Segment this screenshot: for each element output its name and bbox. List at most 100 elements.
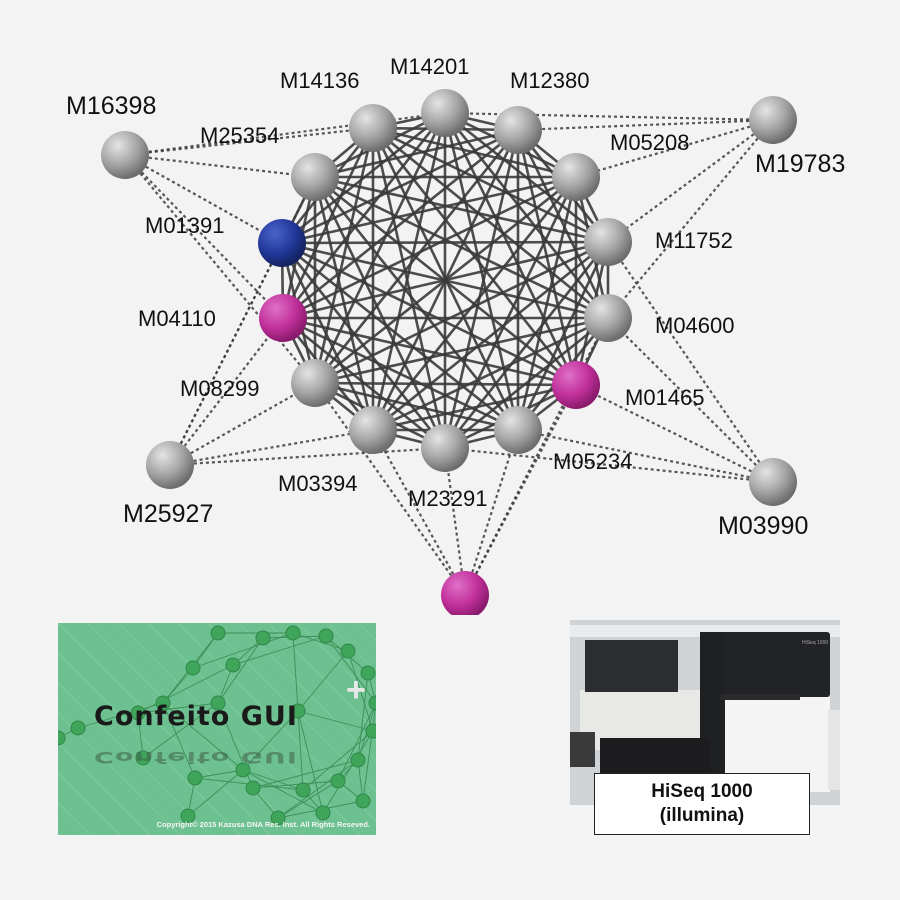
node-label-M12380: M12380 — [510, 68, 590, 93]
logo-node — [255, 630, 271, 646]
logo-node — [235, 762, 251, 778]
node-M11752[interactable] — [584, 218, 632, 266]
edge-M01465-M25354 — [314, 175, 577, 387]
network-diagram: M14136M14201M12380M05208M11752M04600M014… — [66, 54, 845, 615]
edge-M19783-M11752 — [607, 119, 774, 243]
logo-node — [225, 657, 241, 673]
edge-M16398-M25354 — [124, 153, 316, 179]
node-M04110[interactable] — [259, 294, 307, 342]
logo-network-art — [58, 623, 376, 835]
edge-M03990-M23291 — [444, 446, 774, 484]
edge-M01465-M04110 — [282, 316, 577, 387]
node-M04600[interactable] — [584, 294, 632, 342]
logo-node — [70, 720, 86, 736]
node-label-M16398: M16398 — [66, 92, 156, 120]
node-M14201[interactable] — [421, 89, 469, 137]
edge-M03990-M04600 — [607, 317, 774, 483]
edge-M03990-M11752 — [607, 241, 774, 483]
edge-M05208-M01391 — [281, 175, 577, 245]
edge-M05234-M25354 — [313, 176, 520, 431]
logo-node — [368, 695, 376, 711]
logo-node — [360, 665, 376, 681]
node-M01391[interactable] — [258, 219, 306, 267]
edge-M00873-M08299 — [314, 382, 466, 596]
edge-M05234-M08299 — [314, 381, 519, 432]
edge-M03990-M01465 — [575, 384, 774, 483]
node-M12380[interactable] — [494, 106, 542, 154]
edge-M11752-M25354 — [314, 175, 609, 244]
edge-M01465-M03394 — [372, 383, 577, 432]
node-M16398[interactable] — [101, 131, 149, 179]
logo-node — [295, 782, 311, 798]
logo-node — [130, 705, 146, 721]
node-label-M11752: M11752 — [655, 228, 733, 253]
node-M25354[interactable] — [291, 153, 339, 201]
edge-M03394-M25354 — [313, 176, 375, 431]
edge-M01465-M01391 — [281, 241, 577, 387]
edge-M05234-M04110 — [282, 316, 519, 432]
photo-caption: HiSeq 1000 (illumina) — [594, 773, 810, 835]
node-M03394[interactable] — [349, 406, 397, 454]
edge-M16398-M08299 — [124, 154, 316, 384]
edge-M11752-M01391 — [281, 240, 609, 245]
logo-node — [155, 695, 171, 711]
edge-M25927-M04110 — [169, 317, 284, 466]
edge-M25927-M08299 — [169, 382, 316, 466]
edge-M19783-M05208 — [575, 118, 774, 179]
node-label-M04600: M04600 — [655, 313, 735, 338]
node-label-M08299: M08299 — [180, 376, 260, 401]
caption-instrument: HiSeq 1000 — [651, 781, 753, 802]
edge-M23291-M01391 — [280, 242, 447, 449]
node-label-M03990: M03990 — [718, 512, 808, 540]
logo-node — [290, 703, 306, 719]
edge-M11752-M05234 — [516, 241, 610, 431]
edge-M12380-M25354 — [314, 128, 519, 179]
edge-M11752-M08299 — [314, 240, 609, 385]
node-label-M14136: M14136 — [280, 68, 360, 93]
logo-title-reflection: Confeito GUI — [94, 748, 298, 767]
logo-node — [58, 730, 66, 746]
node-M05208[interactable] — [552, 153, 600, 201]
edge-M12380-M04600 — [516, 129, 610, 319]
logo-node — [185, 660, 201, 676]
edge-M12380-M01391 — [281, 128, 519, 245]
node-M23291[interactable] — [421, 424, 469, 472]
node-M03990[interactable] — [749, 458, 797, 506]
logo-node — [187, 770, 203, 786]
logo-title: Confeito GUI — [94, 701, 298, 732]
edge-M19783-M12380 — [517, 118, 774, 132]
edge-M14201-M08299 — [313, 112, 447, 384]
logo-node — [210, 695, 226, 711]
edge-M23291-M04110 — [282, 316, 446, 450]
logo-node — [355, 793, 371, 809]
node-M01465[interactable] — [552, 361, 600, 409]
edge-M23291-M25354 — [313, 176, 447, 449]
node-M08299[interactable] — [291, 359, 339, 407]
logo-node — [350, 752, 366, 768]
node-M14136[interactable] — [349, 104, 397, 152]
node-M25927[interactable] — [146, 441, 194, 489]
edge-M14136-M04110 — [281, 127, 375, 319]
confeito-gui-logo: Confeito GUI Confeito GUI + Copyright© 2… — [58, 623, 376, 835]
edge-M05208-M23291 — [443, 176, 578, 449]
node-M05234[interactable] — [494, 406, 542, 454]
logo-node — [330, 773, 346, 789]
plus-icon: + — [346, 671, 366, 709]
logo-node — [180, 808, 196, 824]
edge-M14136-M04600 — [372, 126, 609, 320]
caption-vendor: (illumina) — [659, 805, 745, 826]
edge-M04600-M03394 — [372, 316, 609, 432]
node-label-M01391: M01391 — [145, 213, 225, 238]
node-M19783[interactable] — [749, 96, 797, 144]
node-M00873[interactable] — [441, 571, 489, 615]
logo-node — [340, 643, 356, 659]
edge-M14136-M05208 — [372, 126, 577, 179]
node-label-M23291: M23291 — [408, 486, 488, 511]
node-label-M01465: M01465 — [625, 385, 705, 410]
edge-M00873-M23291 — [443, 447, 467, 596]
logo-node — [365, 723, 376, 739]
edge-M14201-M01465 — [443, 112, 578, 386]
node-label-M03394: M03394 — [278, 471, 358, 496]
logo-node — [245, 780, 261, 796]
